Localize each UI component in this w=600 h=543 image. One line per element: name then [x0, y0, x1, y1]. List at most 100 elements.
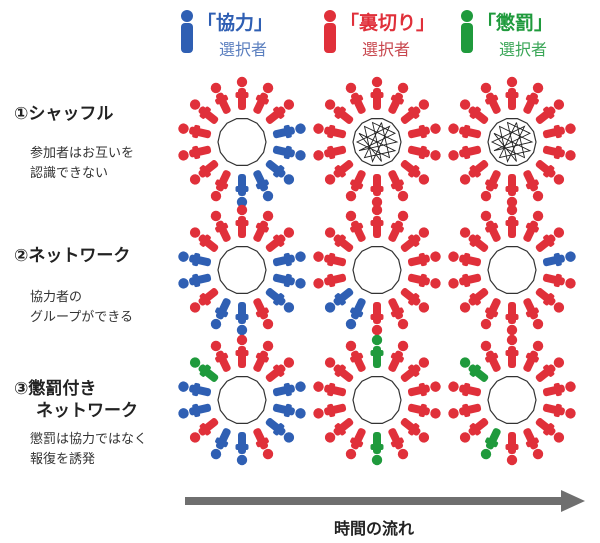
ring-punish-3	[448, 334, 576, 466]
person-defect-icon	[370, 204, 384, 238]
person-defect-icon	[313, 123, 347, 139]
ring-network-1	[178, 204, 306, 336]
person-defect-icon	[480, 170, 501, 202]
person-cooperate-icon	[542, 251, 576, 267]
tangled-links	[490, 121, 534, 163]
legend-cooperate-sub: 選択者	[219, 40, 268, 59]
person-defect-icon	[253, 340, 274, 372]
person-cooperate-icon	[272, 403, 306, 419]
person-defect-icon	[189, 227, 219, 252]
person-defect-icon	[407, 123, 441, 139]
person-cooperate-icon	[235, 432, 249, 466]
person-defect-icon	[480, 210, 501, 242]
person-cooperate-icon	[210, 428, 231, 460]
person-defect-icon	[324, 357, 354, 382]
person-cooperate-icon	[265, 288, 295, 313]
person-defect-icon	[189, 99, 219, 124]
person-defect-icon	[313, 403, 347, 419]
person-defect-icon	[535, 418, 565, 443]
person-defect-icon	[313, 145, 347, 161]
person-defect-icon	[265, 227, 295, 252]
person-defect-icon	[189, 288, 219, 313]
person-cooperate-icon	[272, 251, 306, 267]
person-defect-icon	[448, 251, 482, 267]
ring-punish-1	[178, 334, 306, 466]
row-1-title-line: ①シャッフル	[14, 104, 114, 124]
person-defect-icon	[505, 76, 519, 110]
person-cooperate-icon	[265, 418, 295, 443]
person-defect-icon	[388, 428, 409, 460]
legend-cooperate: 「協力」 選択者	[175, 6, 295, 66]
person-defect-icon	[400, 288, 430, 313]
person-punish-icon	[189, 357, 219, 382]
person-defect-icon	[459, 418, 489, 443]
person-defect-icon	[448, 381, 482, 397]
person-defect-icon	[345, 428, 366, 460]
person-red-icon	[324, 10, 336, 53]
person-defect-icon	[459, 288, 489, 313]
person-defect-icon	[324, 160, 354, 185]
ring-punish-2	[313, 334, 441, 466]
person-defect-icon	[542, 381, 576, 397]
ring-network-2	[313, 204, 441, 336]
person-defect-icon	[535, 288, 565, 313]
person-defect-icon	[345, 340, 366, 372]
person-defect-icon	[505, 174, 519, 208]
person-defect-icon	[313, 251, 347, 267]
person-defect-icon	[523, 340, 544, 372]
person-cooperate-icon	[272, 123, 306, 139]
person-defect-icon	[345, 210, 366, 242]
legend-cooperate-title: 「協力」	[197, 12, 274, 34]
person-defect-icon	[370, 174, 384, 208]
person-defect-icon	[407, 251, 441, 267]
ring-network-3	[448, 204, 576, 336]
row-2-note-line-2: グループができる	[30, 310, 133, 325]
person-defect-icon	[480, 340, 501, 372]
person-defect-icon	[324, 227, 354, 252]
person-defect-icon	[459, 160, 489, 185]
person-defect-icon	[265, 357, 295, 382]
row-2-note: 協力者の グループができる	[30, 288, 133, 328]
person-cooperate-icon	[178, 403, 212, 419]
row-3-title: ③懲罰付き ネットワーク	[14, 378, 138, 422]
person-cooperate-icon	[272, 273, 306, 289]
person-defect-icon	[210, 340, 231, 372]
legend-defect-title: 「裏切り」	[340, 12, 436, 34]
row-1-note-line-1: 参加者はお互いを	[30, 146, 135, 161]
person-defect-icon	[388, 170, 409, 202]
person-defect-icon	[535, 160, 565, 185]
person-cooperate-icon	[253, 170, 274, 202]
person-defect-icon	[542, 273, 576, 289]
person-defect-icon	[313, 381, 347, 397]
person-defect-icon	[388, 298, 409, 330]
person-defect-icon	[235, 76, 249, 110]
person-defect-icon	[542, 145, 576, 161]
person-punish-icon	[459, 357, 489, 382]
person-cooperate-icon	[178, 273, 212, 289]
person-defect-icon	[324, 418, 354, 443]
tangled-links	[355, 121, 399, 163]
person-cooperate-icon	[235, 302, 249, 336]
person-cooperate-icon	[210, 298, 231, 330]
person-defect-icon	[235, 204, 249, 238]
row-2-title-line: ②ネットワーク	[14, 246, 131, 266]
person-defect-icon	[523, 298, 544, 330]
person-cooperate-icon	[178, 251, 212, 267]
person-defect-icon	[178, 123, 212, 139]
legend-punish-sub: 選択者	[499, 40, 548, 59]
person-defect-icon	[210, 82, 231, 114]
ring-outline	[217, 117, 267, 167]
person-defect-icon	[535, 99, 565, 124]
legend-punish: 「懲罰」 選択者	[455, 6, 575, 66]
person-cooperate-icon	[178, 381, 212, 397]
person-defect-icon	[324, 99, 354, 124]
person-cooperate-icon	[265, 160, 295, 185]
person-defect-icon	[400, 357, 430, 382]
person-defect-icon	[265, 99, 295, 124]
person-defect-icon	[253, 428, 274, 460]
person-defect-icon	[370, 302, 384, 336]
person-defect-icon	[178, 145, 212, 161]
ring-shuffle-3	[448, 76, 576, 208]
person-defect-icon	[253, 298, 274, 330]
person-defect-icon	[189, 160, 219, 185]
